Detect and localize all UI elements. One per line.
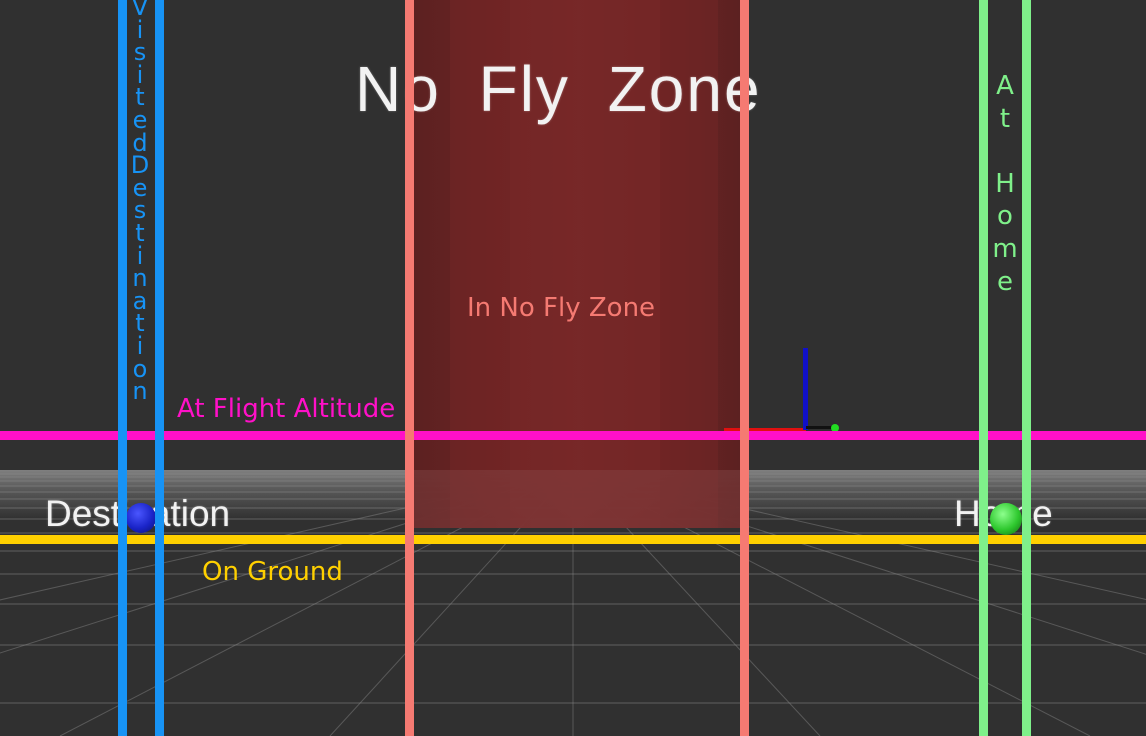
page-title: No Fly Zone [355,53,762,125]
blue-sphere-icon [126,503,156,533]
on-ground-label: On Ground [202,557,343,587]
visited-destination-line-right [155,0,164,736]
green-sphere-icon [990,503,1022,535]
at-home-line-left [979,0,988,736]
at-home-line-right [1022,0,1031,736]
no-fly-zone-line-right [740,0,749,736]
visited-destination-line-left [118,0,127,736]
on-ground-line [0,535,1146,544]
axes-icon [724,348,839,432]
flight-altitude-line [0,431,1146,440]
flight-altitude-label: At Flight Altitude [177,394,396,424]
no-fly-zone-line-left [405,0,414,736]
no-fly-zone-label: In No Fly Zone [467,293,656,323]
no-fly-zone-volume [414,0,742,528]
